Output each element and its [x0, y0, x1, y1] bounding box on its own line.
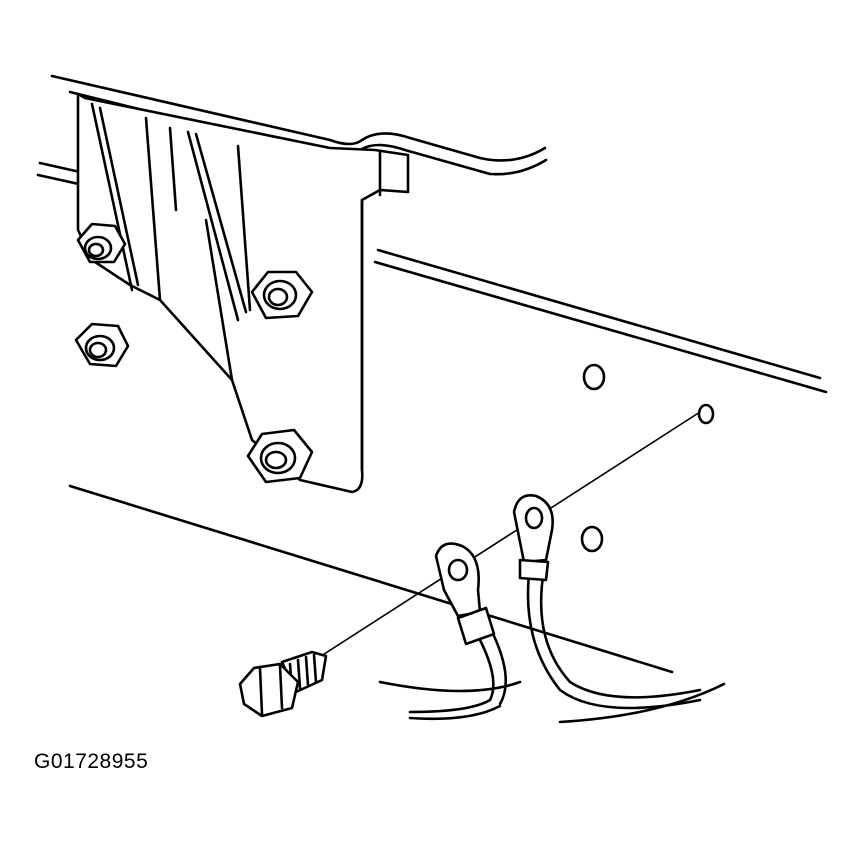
hole-lower — [580, 525, 604, 553]
frame-holes — [580, 363, 715, 553]
ground-strap-front — [408, 542, 508, 714]
alignment-line — [317, 411, 701, 659]
bracket-nuts — [74, 222, 314, 484]
nut-upper-left — [76, 222, 127, 264]
frame-rail — [36, 161, 828, 724]
nut-lower-left — [74, 322, 130, 368]
nut-bottom-right — [246, 428, 314, 484]
hole-target — [697, 403, 715, 425]
ground-bolt — [238, 650, 328, 718]
nut-upper-right — [250, 270, 314, 320]
hole-upper — [582, 363, 606, 391]
mounting-bracket — [76, 92, 410, 494]
figure-id-label: G01728955 — [34, 750, 149, 773]
ground-strap-rear — [512, 494, 702, 710]
